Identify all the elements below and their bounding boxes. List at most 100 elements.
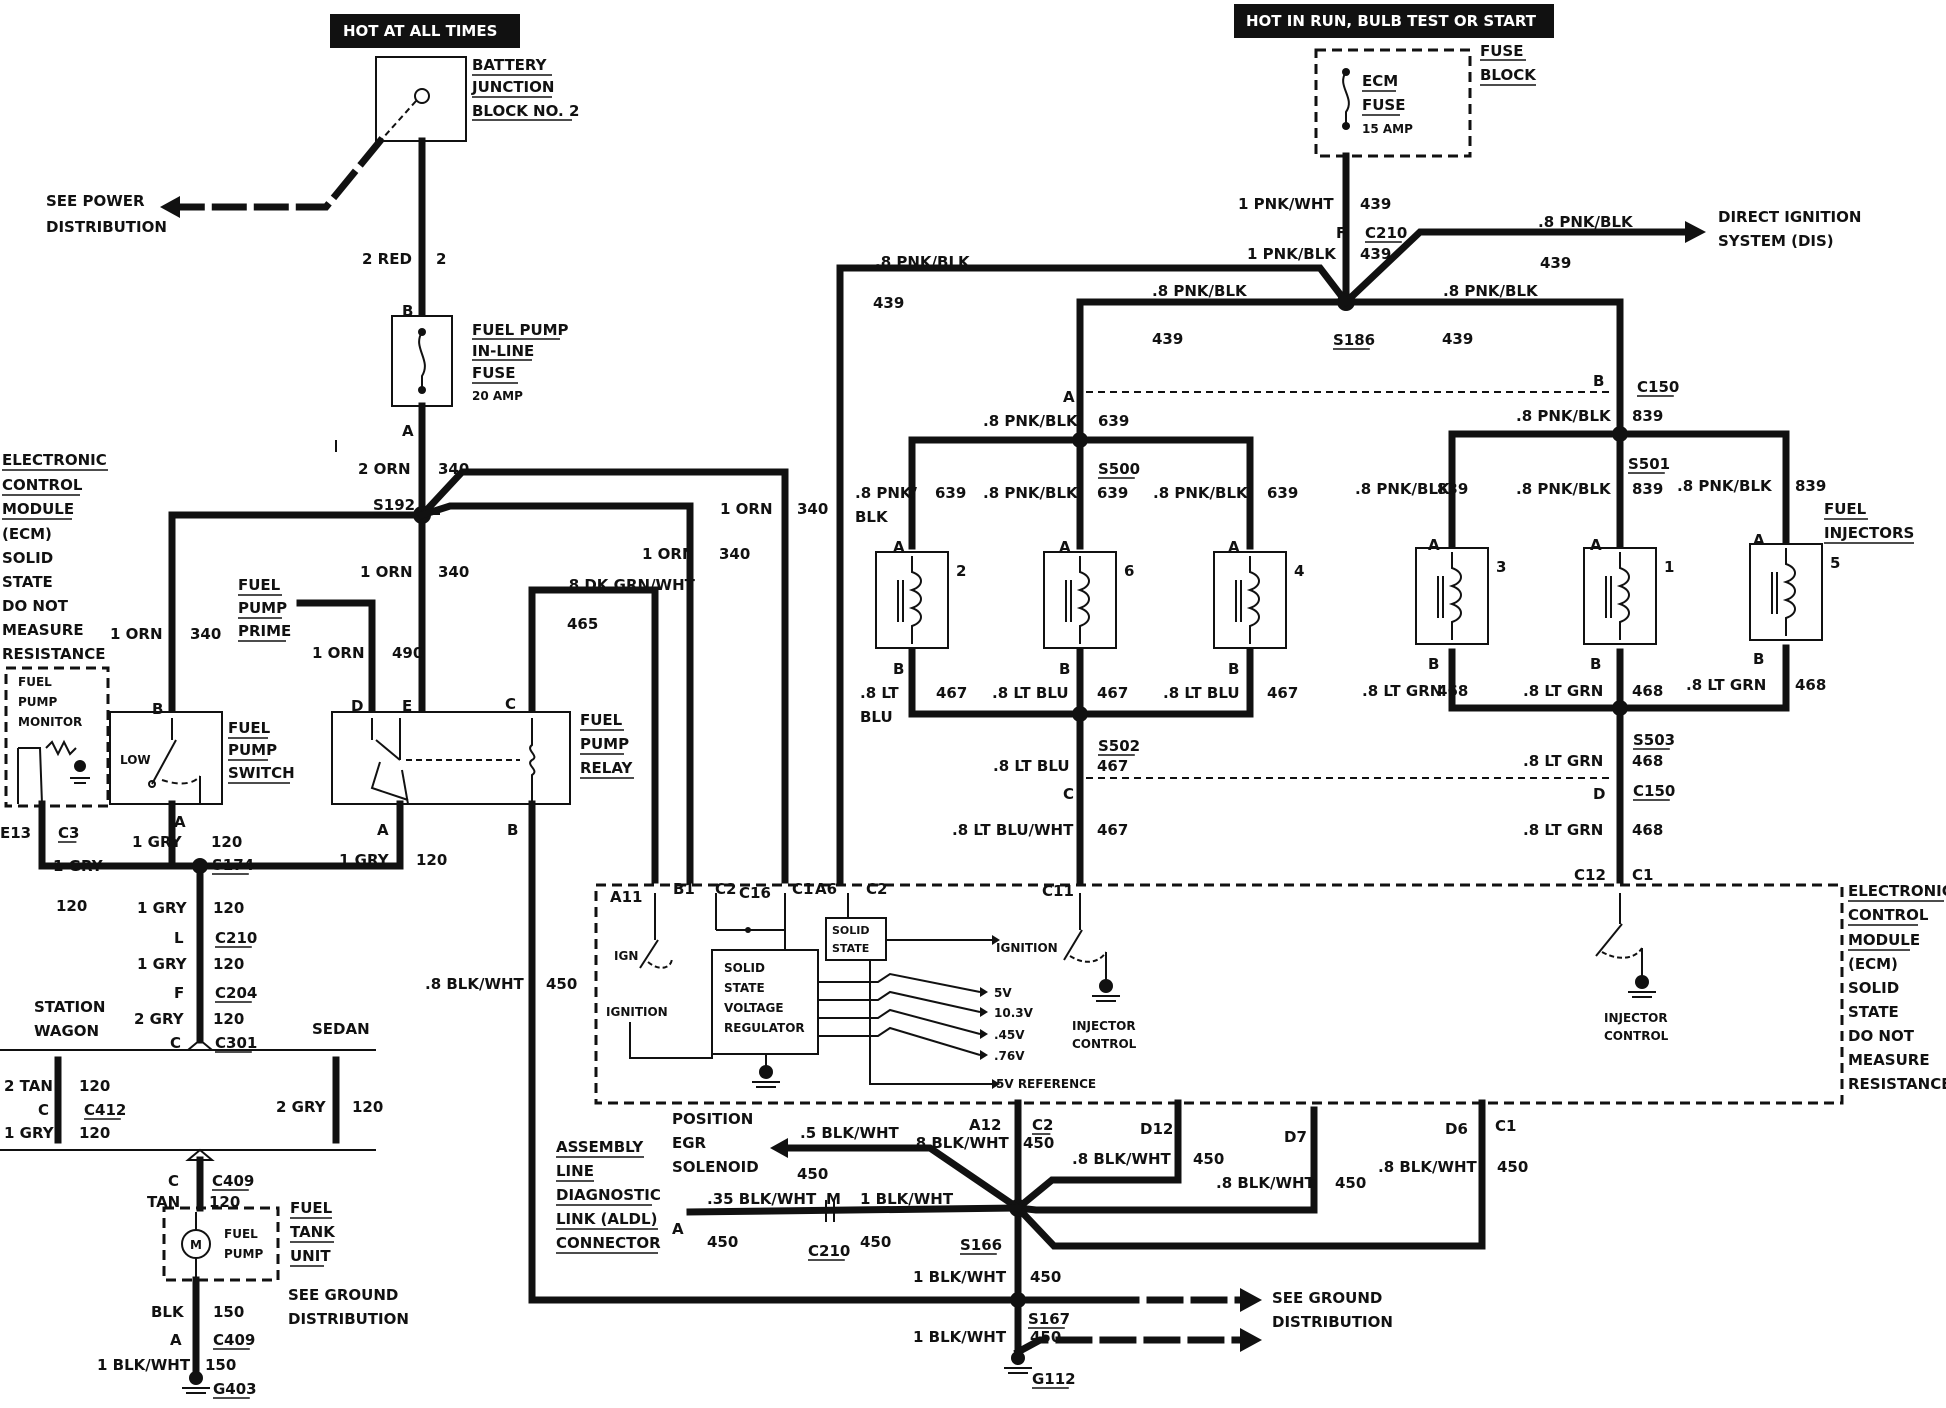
svg-text:RELAY: RELAY bbox=[580, 759, 634, 777]
pin-label: D6 bbox=[1445, 1120, 1468, 1138]
svg-text:VOLTAGE: VOLTAGE bbox=[724, 1001, 784, 1015]
wire-label: 639 bbox=[1097, 484, 1128, 502]
connector-label: S502 bbox=[1098, 737, 1140, 755]
svg-text:INJECTOR: INJECTOR bbox=[1072, 1019, 1136, 1033]
ground-g112 bbox=[1004, 1351, 1032, 1374]
wire-label: 150 bbox=[213, 1303, 244, 1321]
wire-label: 2 TAN bbox=[4, 1077, 53, 1095]
svg-text:HOT AT ALL TIMES: HOT AT ALL TIMES bbox=[343, 22, 497, 40]
wire-label: 120 bbox=[416, 851, 447, 869]
wire-label: .8 BLK/WHT bbox=[1378, 1158, 1478, 1176]
svg-text:FUEL PUMP: FUEL PUMP bbox=[472, 321, 569, 339]
wire-label: 1 BLK/WHT bbox=[913, 1328, 1007, 1346]
pin-label: C11 bbox=[1042, 882, 1074, 900]
svg-text:EGR: EGR bbox=[672, 1134, 707, 1152]
svg-text:CONTROL: CONTROL bbox=[1072, 1037, 1137, 1051]
connector-label: C409 bbox=[212, 1172, 254, 1190]
wire-label: 468 bbox=[1437, 682, 1468, 700]
svg-text:.76V: .76V bbox=[994, 1049, 1025, 1063]
svg-text:.45V: .45V bbox=[994, 1028, 1025, 1042]
wire-label: 490 bbox=[392, 644, 423, 662]
svg-text:DISTRIBUTION: DISTRIBUTION bbox=[288, 1310, 409, 1328]
wire-label: .8 LT GRN bbox=[1523, 752, 1603, 770]
see-power-distribution: SEE POWER DISTRIBUTION bbox=[46, 136, 385, 236]
pin-label: M bbox=[826, 1190, 841, 1208]
wire-label: 120 bbox=[209, 1193, 240, 1211]
wire-label: 120 bbox=[56, 897, 87, 915]
pin-label: F bbox=[174, 984, 184, 1002]
wire-label: 120 bbox=[79, 1124, 110, 1142]
svg-text:CONNECTOR: CONNECTOR bbox=[556, 1234, 661, 1252]
wire-label: 340 bbox=[438, 460, 469, 478]
pin-label: A bbox=[1590, 536, 1602, 554]
wire-label: 639 bbox=[1267, 484, 1298, 502]
svg-text:10.3V: 10.3V bbox=[994, 1006, 1034, 1020]
station-wagon-label: STATION WAGON bbox=[34, 998, 105, 1040]
svg-text:IGN: IGN bbox=[614, 949, 638, 963]
svg-text:(ECM): (ECM) bbox=[1848, 955, 1898, 973]
svg-text:MEASURE: MEASURE bbox=[1848, 1051, 1930, 1069]
wire-label: 439 bbox=[1540, 254, 1571, 272]
wire-label: .8 BLK/WHT bbox=[1072, 1150, 1172, 1168]
wire-label: 439 bbox=[873, 294, 904, 312]
fuel-injectors-label: FUEL INJECTORS bbox=[1824, 500, 1914, 544]
see-ground-right: SEE GROUND DISTRIBUTION bbox=[1272, 1289, 1393, 1331]
svg-text:SOLID: SOLID bbox=[724, 961, 765, 975]
wire-label: 120 bbox=[213, 1010, 244, 1028]
pin-label: C16 bbox=[739, 884, 771, 902]
svg-text:SOLENOID: SOLENOID bbox=[672, 1158, 759, 1176]
wire-label: 120 bbox=[79, 1077, 110, 1095]
wire-label: 450 bbox=[1497, 1158, 1528, 1176]
svg-text:5V REFERENCE: 5V REFERENCE bbox=[996, 1077, 1096, 1091]
wire-label: 2 GRY bbox=[134, 1010, 185, 1028]
svg-text:ASSEMBLY: ASSEMBLY bbox=[556, 1138, 644, 1156]
wire-label: TAN bbox=[147, 1193, 180, 1211]
wire-label: 1 ORN bbox=[360, 563, 413, 581]
wire-label: 340 bbox=[797, 500, 828, 518]
wire-label: 467 bbox=[1097, 757, 1128, 775]
wire-label: .8 LT BLU/WHT bbox=[952, 821, 1074, 839]
connector-label: C3 bbox=[58, 824, 79, 842]
aldl-connector-label: ASSEMBLY LINE DIAGNOSTIC LINK (ALDL) CON… bbox=[556, 1138, 661, 1254]
svg-text:STATE: STATE bbox=[2, 573, 53, 591]
svg-text:STATION: STATION bbox=[34, 998, 105, 1016]
battery-label-3: BLOCK NO. 2 bbox=[472, 102, 579, 120]
wire-label: 450 bbox=[860, 1233, 891, 1251]
wire-label: 839 bbox=[1437, 480, 1468, 498]
svg-text:FUEL: FUEL bbox=[18, 675, 52, 689]
fuel-pump-prime: FUEL PUMP PRIME bbox=[238, 576, 291, 642]
wire-label: .8 PNK/BLK bbox=[1355, 480, 1451, 498]
wire-label: 1 GRY bbox=[339, 851, 390, 869]
wire-label: 439 bbox=[1152, 330, 1183, 348]
svg-text:IGNITION: IGNITION bbox=[996, 941, 1058, 955]
svg-text:POSITION: POSITION bbox=[672, 1110, 753, 1128]
wire-label: .8 LT GRN bbox=[1523, 821, 1603, 839]
svg-text:SEE GROUND: SEE GROUND bbox=[1272, 1289, 1382, 1307]
wire-label: 467 bbox=[1267, 684, 1298, 702]
wire-label: .8 LT GRN bbox=[1686, 676, 1766, 694]
svg-text:4: 4 bbox=[1294, 562, 1304, 580]
pin-label: D7 bbox=[1284, 1128, 1307, 1146]
connector-label: S174 bbox=[212, 856, 254, 874]
svg-text:REGULATOR: REGULATOR bbox=[724, 1021, 805, 1035]
pin-label: D bbox=[1593, 785, 1605, 803]
svg-text:PUMP: PUMP bbox=[18, 695, 57, 709]
wire-label: .8 LT GRN bbox=[1362, 682, 1442, 700]
svg-text:RESISTANCE: RESISTANCE bbox=[1848, 1075, 1946, 1093]
pin-label: A bbox=[1059, 538, 1071, 556]
fuel-pump-relay: FUEL PUMP RELAY bbox=[331, 711, 634, 805]
svg-text:DIAGNOSTIC: DIAGNOSTIC bbox=[556, 1186, 661, 1204]
wire-label: 1 ORN bbox=[312, 644, 365, 662]
sedan-label: SEDAN bbox=[312, 1020, 370, 1038]
pin-label: B bbox=[1428, 655, 1439, 673]
pin-label: F bbox=[1336, 224, 1346, 242]
wire-label: 439 bbox=[1360, 195, 1391, 213]
pin-label: C2 bbox=[715, 880, 736, 898]
pin-label: B bbox=[1059, 660, 1070, 678]
svg-text:SYSTEM (DIS): SYSTEM (DIS) bbox=[1718, 232, 1834, 250]
ecm-fuse-block: ECM FUSE 15 AMP FUSE BLOCK bbox=[1314, 42, 1537, 158]
wire-label: .8 LT bbox=[860, 684, 899, 702]
svg-text:3: 3 bbox=[1496, 558, 1506, 576]
connector-label: C412 bbox=[84, 1101, 126, 1119]
connector-label: S186 bbox=[1333, 331, 1375, 349]
